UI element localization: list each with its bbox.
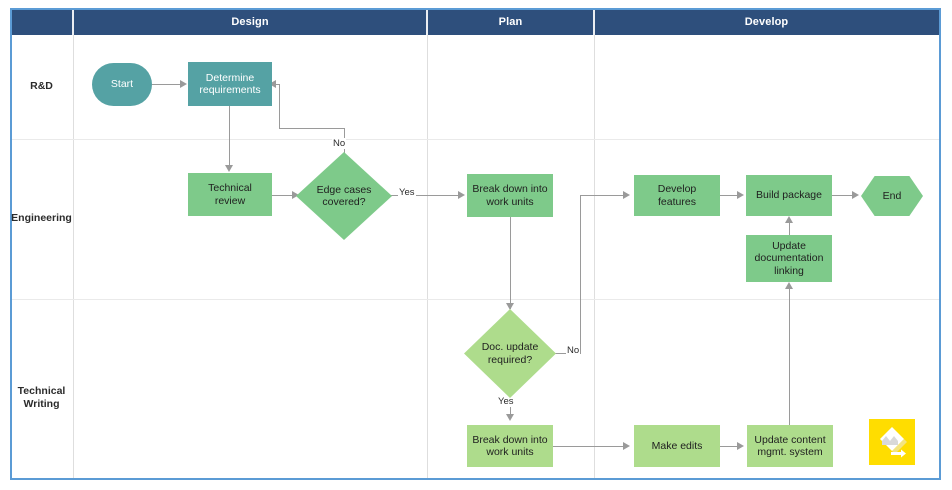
node-break-down-work-units-eng[interactable]: Break down into work units (467, 174, 553, 217)
lane-label-rd[interactable]: R&D (30, 80, 53, 92)
node-techreview-line2: review (214, 194, 246, 207)
node-docupdate-line2: required? (487, 353, 533, 366)
arrowhead-makeedits-updatecms (737, 441, 744, 450)
arrowhead-techreview-edgecases (292, 190, 299, 199)
node-techreview-line1: Technical (208, 182, 252, 194)
arrowhead-breakdown2-makeedits (623, 441, 630, 450)
connector-updatedoc-build (789, 222, 791, 236)
node-edgecases-line2: covered? (322, 196, 366, 208)
phase-sep-3 (593, 10, 595, 35)
arrowhead-develop-build (737, 190, 744, 199)
node-start-label: Start (110, 78, 134, 91)
connector-edgecases-yes (384, 195, 461, 197)
node-build-label: Build package (756, 189, 822, 202)
connector-breakdown-docupdate (510, 217, 512, 309)
connector-techreview-edgecases (272, 195, 294, 197)
edge-label-docupdate-yes: Yes (497, 396, 515, 407)
lane-label-engineering[interactable]: Engineering (11, 212, 72, 224)
node-determine-line1: Determine (205, 71, 255, 84)
phase-header-develop[interactable]: Develop (744, 16, 789, 28)
arrowhead-start-determine (180, 79, 187, 88)
node-updatedoc-line1: Update (772, 239, 806, 252)
connector-build-end (832, 195, 854, 197)
node-break-down-work-units-tw[interactable]: Break down into work units (467, 425, 553, 467)
node-develop-line1: Develop (657, 183, 697, 195)
arrowhead-no-determine (269, 79, 276, 88)
lane-divider-engineering-techwriting (12, 299, 939, 300)
node-breakdown1-line2: work units (486, 195, 534, 208)
node-updatecms-line2: mgmt. system (757, 446, 823, 458)
connector-no-to-develop (580, 195, 625, 197)
node-determine-requirements[interactable]: Determine requirements (188, 62, 272, 106)
arrowhead-edgecases-breakdown (458, 190, 465, 199)
connector-no-down-to-determine (279, 84, 281, 129)
connector-edgecases-no-horizontal (280, 128, 345, 130)
connector-no-into-determine (274, 84, 280, 86)
connector-makeedits-updatecms (720, 446, 739, 448)
phase-header-plan[interactable]: Plan (498, 16, 523, 28)
connector-breakdown2-makeedits (553, 446, 625, 448)
node-develop-line2: features (658, 195, 696, 208)
node-breakdown2-line1: Break down into (472, 433, 548, 446)
lane-label-techwriting[interactable]: Technical Writing (10, 385, 73, 411)
node-make-edits[interactable]: Make edits (634, 425, 720, 467)
arrowhead-no-develop (623, 190, 630, 199)
phase-sep-2 (426, 10, 428, 35)
lane-label-techwriting-line1: Technical (17, 385, 66, 397)
arrowhead-breakdown-docupdate (506, 303, 514, 310)
node-end-label: End (882, 189, 902, 202)
node-updatedoc-line3: linking (774, 264, 804, 277)
column-divider-lanes (73, 35, 74, 478)
node-makeedits-label: Make edits (651, 439, 703, 452)
connector-develop-build (720, 195, 739, 197)
connector-determine-techreview (229, 106, 231, 166)
node-breakdown2-line2: work units (486, 446, 534, 458)
connector-updatecms-updatedoc (789, 288, 791, 425)
arrowhead-docupdate-breakdown2 (506, 414, 514, 421)
phase-sep-1 (72, 10, 74, 35)
lane-divider-rd-engineering (12, 139, 939, 140)
connector-docupdate-yes (510, 398, 512, 418)
connector-edgecases-no-corner (344, 128, 346, 130)
node-updatedoc-line2: documentation (754, 252, 824, 265)
node-end[interactable]: End (861, 176, 923, 216)
arrowhead-updatecms-updatedoc (785, 282, 793, 289)
connector-docupdate-no-vertical (580, 195, 582, 354)
node-edgecases-line1: Edge cases (316, 183, 372, 196)
node-update-content-mgmt-system[interactable]: Update content mgmt. system (747, 425, 833, 467)
node-updatecms-line1: Update content (754, 433, 826, 446)
node-technical-review[interactable]: Technical review (188, 173, 272, 216)
lane-label-techwriting-line2: Writing (23, 398, 60, 410)
phase-header-design[interactable]: Design (231, 16, 269, 28)
arrowhead-updatedoc-build (785, 216, 793, 223)
edge-label-edgecases-yes: Yes (398, 187, 416, 198)
arrowhead-build-end (852, 190, 859, 199)
phase-header-band (12, 10, 939, 35)
node-docupdate-line1: Doc. update (481, 341, 539, 353)
node-breakdown1-line1: Break down into (472, 183, 548, 195)
node-build-package[interactable]: Build package (746, 175, 832, 216)
edge-label-edgecases-no: No (332, 138, 347, 149)
connector-start-determine (152, 84, 182, 86)
node-develop-features[interactable]: Develop features (634, 175, 720, 216)
node-determine-line2: requirements (199, 84, 261, 96)
arrowhead-determine-techreview (225, 165, 233, 172)
node-start[interactable]: Start (92, 63, 152, 106)
lucid-app-logo[interactable] (869, 419, 915, 465)
edge-label-docupdate-no: No (566, 345, 581, 356)
node-update-documentation-linking[interactable]: Update documentation linking (746, 235, 832, 282)
column-divider-design-plan (427, 35, 428, 478)
column-divider-plan-develop (594, 35, 595, 478)
